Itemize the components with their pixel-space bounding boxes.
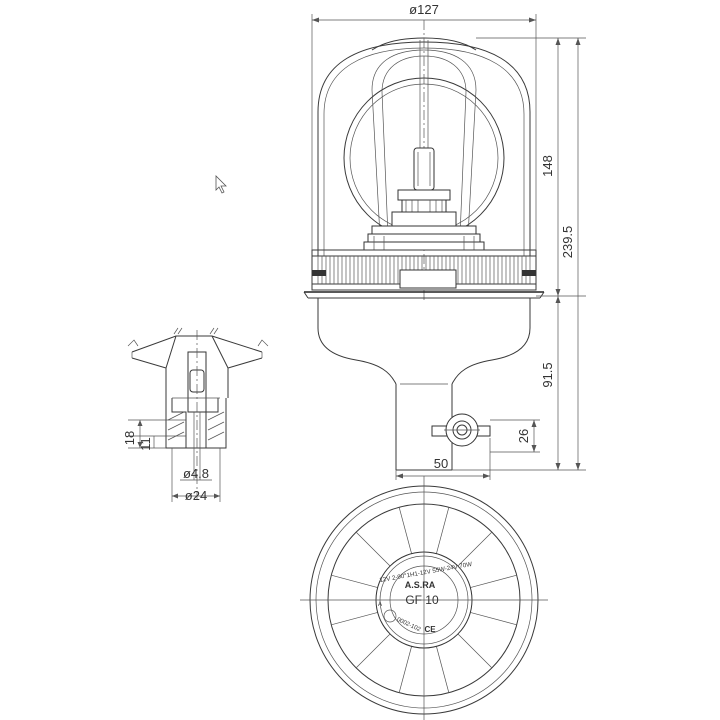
label-model: GF 10 — [405, 593, 439, 607]
top-view-spoke — [331, 612, 378, 626]
dimension-lines — [311, 14, 586, 480]
dim-socket-d48: ø4.8 — [183, 466, 209, 481]
dim-height-bracket: 26 — [516, 429, 531, 443]
top-view-spoke — [470, 612, 517, 626]
top-view-spoke — [457, 531, 493, 567]
top-view-spoke — [436, 646, 450, 693]
top-view-spoke — [355, 531, 391, 567]
dim-height-total: 239.5 — [560, 226, 575, 259]
top-view-spoke — [331, 574, 378, 588]
top-view-spoke — [457, 633, 493, 669]
top-view-spoke — [398, 646, 412, 693]
socket-dimension-labels: 18 11 ø4.8 ø24 — [122, 431, 209, 503]
dim-width-base: 50 — [434, 456, 448, 471]
top-view-spoke — [436, 507, 450, 554]
dim-height-dome: 148 — [540, 155, 555, 177]
beacon-side-view — [303, 20, 545, 471]
label-brand: A.S.RA — [405, 580, 436, 590]
dim-socket-d24: ø24 — [185, 488, 207, 503]
beacon-top-view — [300, 476, 548, 720]
dim-diameter-top: ø127 — [409, 2, 439, 17]
top-view-spoke — [355, 633, 391, 669]
label-ce: CE — [424, 625, 436, 634]
label-letter: A — [378, 602, 382, 608]
dim-height-base: 91.5 — [540, 362, 555, 387]
dim-socket-18: 18 — [122, 431, 137, 445]
top-view-spoke — [470, 574, 517, 588]
dimension-labels: ø127 148 239.5 91.5 26 50 — [409, 2, 575, 471]
top-view-spoke — [398, 507, 412, 554]
dim-socket-11: 11 — [138, 437, 153, 451]
socket-detail — [127, 327, 269, 502]
mouse-cursor-icon — [215, 175, 227, 194]
